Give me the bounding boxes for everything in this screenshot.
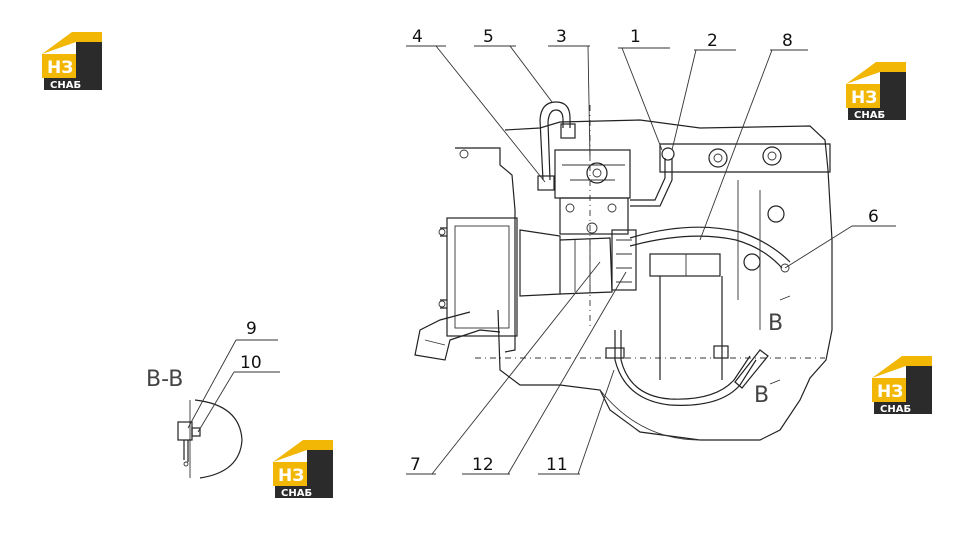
- section-detail: B-B: [146, 367, 243, 479]
- engine-drawing: B B: [414, 101, 833, 441]
- brand-logo: НЗ СНАБ: [273, 440, 333, 499]
- brand-logo: НЗ СНАБ: [846, 62, 906, 121]
- section-label: B-B: [146, 367, 183, 392]
- callout-11: 11: [546, 455, 568, 475]
- callout-12: 12: [472, 455, 494, 475]
- callout-5: 5: [483, 27, 494, 47]
- logo-brand-text: СНАБ: [880, 404, 911, 415]
- logo-brand-text: СНАБ: [50, 80, 81, 91]
- section-mark-lower: B: [754, 383, 769, 408]
- callout-4: 4: [412, 27, 423, 47]
- section-mark-upper: B: [768, 311, 783, 336]
- callout-7: 7: [410, 455, 421, 475]
- logo-brand-text: СНАБ: [854, 110, 885, 121]
- logo-brand-text: СНАБ: [281, 488, 312, 499]
- brand-logo: НЗ СНАБ: [42, 32, 102, 91]
- callout-8: 8: [782, 31, 793, 51]
- callout-2: 2: [707, 31, 718, 51]
- callout-9: 9: [246, 319, 257, 339]
- logo-mark-letters: НЗ: [877, 382, 903, 402]
- brand-logo: НЗ СНАБ: [872, 356, 932, 415]
- callout-3: 3: [556, 27, 567, 47]
- logo-mark-letters: НЗ: [47, 58, 73, 78]
- logo-mark-letters: НЗ: [851, 88, 877, 108]
- callout-10: 10: [240, 353, 262, 373]
- callout-6: 6: [868, 207, 879, 227]
- callouts: 4 5 3 1 2 8 6 7 12 11: [187, 27, 896, 475]
- logo-mark-letters: НЗ: [278, 466, 304, 486]
- callout-1: 1: [630, 27, 641, 47]
